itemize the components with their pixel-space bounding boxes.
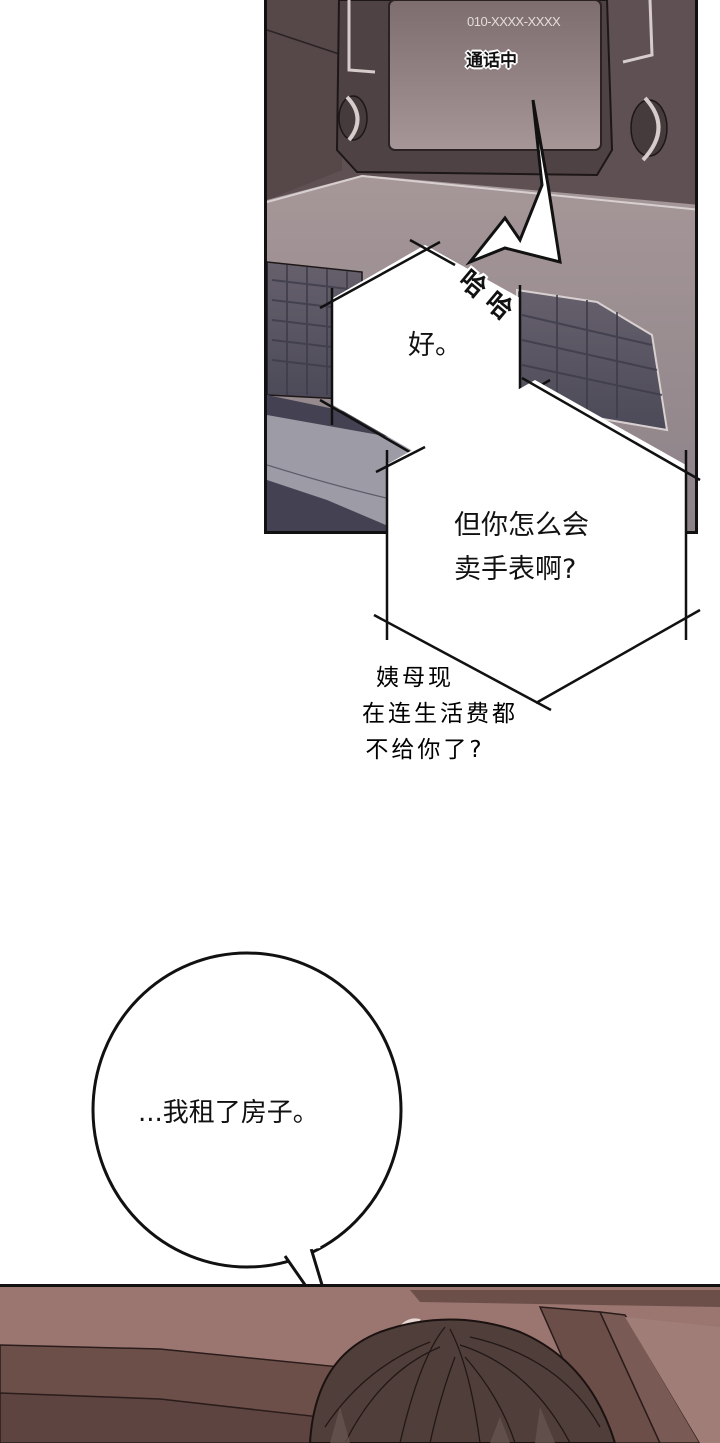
narration-line-3: 不给你了? <box>365 737 485 763</box>
caller-number: 010-XXXX-XXXX <box>467 14 561 29</box>
character-head-illustration <box>0 1290 720 1443</box>
bubble-text-line-1: 但你怎么会 <box>454 510 589 541</box>
narration-line-2: 在连生活费都 <box>362 701 518 727</box>
bubble-text-ok: 好。 <box>408 330 462 361</box>
narration-block: 姨母现 在连生活费都 不给你了? <box>320 660 560 768</box>
phone-screen <box>388 0 602 151</box>
bottom-panel <box>0 1284 720 1443</box>
bubble-text-line-2: 卖手表啊? <box>454 554 577 585</box>
call-status: 通话中 <box>466 51 517 71</box>
speech-bubble-text: ...我租了房子。 <box>138 1098 319 1128</box>
narration-line-1: 姨母现 <box>376 665 454 691</box>
